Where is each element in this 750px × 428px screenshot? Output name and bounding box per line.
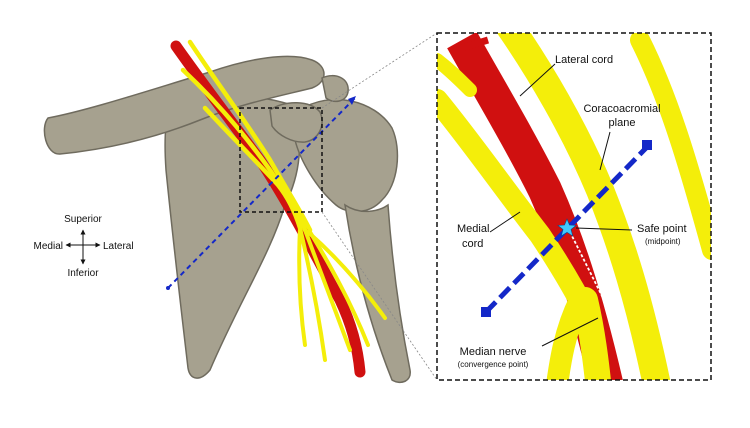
safe-to-convergence-arrow <box>569 231 615 321</box>
zoom-connector-top <box>321 32 438 109</box>
coracoacromial-plane-zoom <box>484 144 650 314</box>
nerve-branch-1 <box>298 226 327 362</box>
zoom-region-box <box>239 107 323 213</box>
artery-branch-stub <box>460 36 490 52</box>
medial-cord-leader <box>489 211 521 233</box>
safe-point-leader <box>575 227 633 231</box>
compass-inferior-label: Inferior <box>67 268 99 279</box>
medial-cord-zoom <box>437 89 601 331</box>
zoom-connector-bottom <box>321 211 438 381</box>
lateral-cord-label: Lateral cord <box>555 54 613 66</box>
coracoid-process <box>269 102 323 143</box>
lateral-cord-leader <box>519 63 556 97</box>
orientation-compass: Superior Inferior Medial Lateral <box>34 214 134 279</box>
compass-superior-label: Superior <box>64 214 102 225</box>
nerve-branch-3 <box>308 230 370 347</box>
nerve-edge-left <box>437 53 477 97</box>
brachial-cord-middle <box>180 67 308 233</box>
brachial-cord-upper <box>187 39 313 233</box>
median-nerve-leader <box>541 317 599 347</box>
median-nerve-label: Median nerve <box>460 346 527 358</box>
plane-zoom-end-bottom <box>481 307 491 317</box>
compass-lateral-label: Lateral <box>103 241 134 252</box>
median-nerve-zoom <box>572 287 611 380</box>
star-icon <box>557 218 577 237</box>
medial-cord-label-2: cord <box>462 238 483 250</box>
median-nerve-branch-left <box>546 289 591 380</box>
safe-point-note: (midpoint) <box>645 237 681 246</box>
brachial-cord-lower <box>202 105 303 231</box>
lateral-cord-zoom <box>496 33 671 380</box>
nerve-branch-4 <box>306 230 387 320</box>
coracoacromial-plane-label-1: Coracoacromial <box>583 103 660 115</box>
acromion-tip <box>321 74 349 103</box>
plane-arrowhead-top <box>348 96 356 105</box>
medial-cord-label-1: Medial <box>457 223 489 235</box>
nerve-branch-2 <box>303 228 352 352</box>
nerve-edge-right <box>630 33 711 260</box>
coracoacromial-plane-label-2: plane <box>609 117 636 129</box>
plane-zoom-end-top <box>642 140 652 150</box>
humerus-shaft <box>343 203 411 383</box>
zoom-panel-frame <box>436 32 712 381</box>
zoom-panel: Lateral cord Coracoacromial plane Medial… <box>436 32 712 381</box>
plane-leader <box>599 131 611 171</box>
nerve-branch-5 <box>297 226 307 347</box>
median-nerve-note: (convergence point) <box>458 360 529 369</box>
compass-medial-label: Medial <box>34 241 63 252</box>
safe-point-label: Safe point <box>637 223 687 235</box>
scapula-overview <box>43 39 411 383</box>
plane-endpoint-bottom <box>166 286 170 290</box>
safe-to-convergence-arrowhead <box>609 316 618 325</box>
